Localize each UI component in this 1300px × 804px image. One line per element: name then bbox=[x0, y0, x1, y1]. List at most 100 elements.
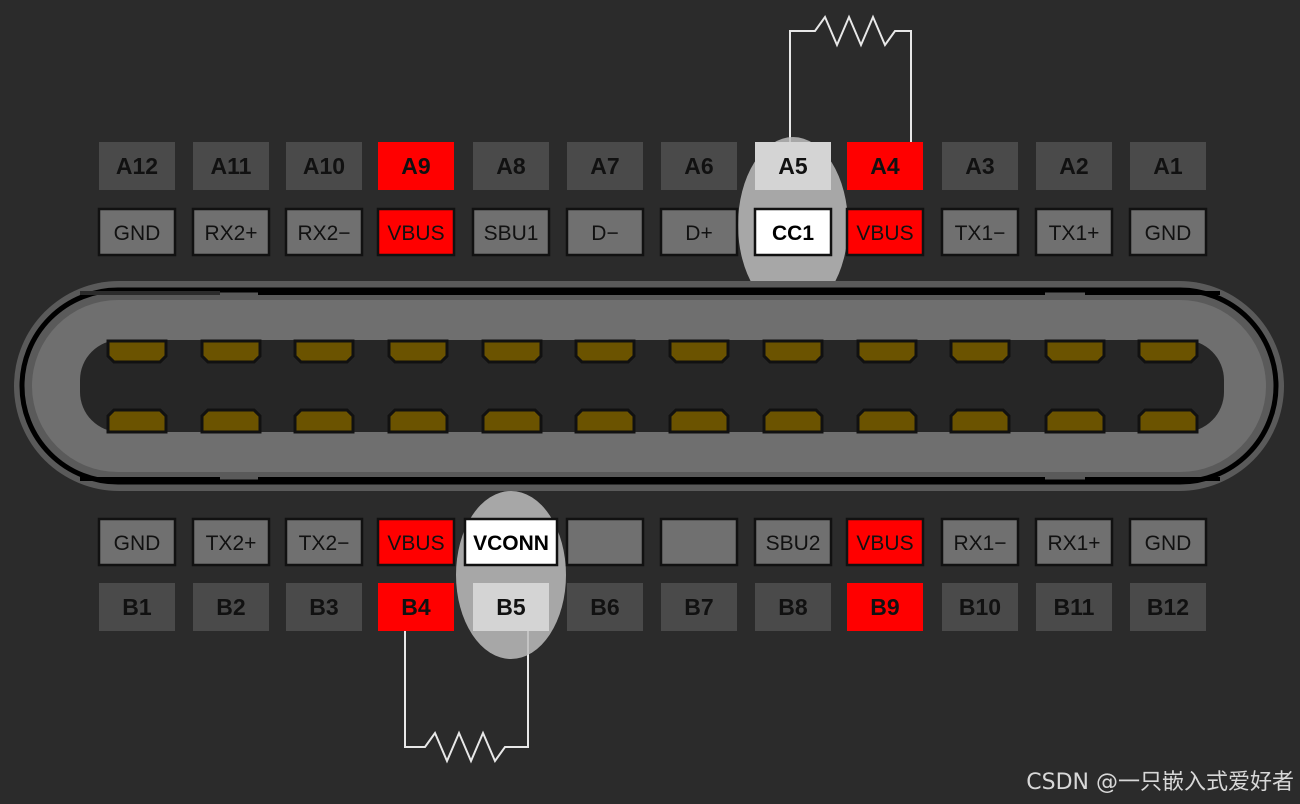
pin-number-label: A5 bbox=[778, 153, 808, 179]
pin-signal-b-8: VBUS bbox=[845, 517, 925, 567]
pin-number-b-4: B5 bbox=[473, 583, 549, 631]
pin-signal-a-9: TX1− bbox=[940, 207, 1020, 257]
pin-signal-label: RX2− bbox=[297, 222, 350, 245]
pin-number-label: A9 bbox=[401, 153, 430, 179]
pin-number-b-8: B9 bbox=[847, 583, 923, 631]
pin-number-a-0: A12 bbox=[99, 142, 175, 190]
pin-number-a-5: A7 bbox=[567, 142, 643, 190]
pin-number-label: B2 bbox=[216, 594, 245, 620]
pin-signal-b-6 bbox=[659, 517, 739, 567]
pin-number-b-11: B12 bbox=[1130, 583, 1206, 631]
pin-signal-label: SBU2 bbox=[766, 532, 821, 555]
pin-signal-a-4: SBU1 bbox=[471, 207, 551, 257]
pin-number-b-2: B3 bbox=[286, 583, 362, 631]
pin-number-label: B5 bbox=[496, 594, 526, 620]
contact-pad-top bbox=[481, 339, 543, 364]
pin-number-b-10: B11 bbox=[1036, 583, 1112, 631]
pin-number-b-3: B4 bbox=[378, 583, 454, 631]
pin-signal-label: D− bbox=[591, 222, 618, 245]
pin-signal-a-6: D+ bbox=[659, 207, 739, 257]
contact-pad-top bbox=[387, 339, 449, 364]
pin-number-label: A11 bbox=[211, 153, 252, 179]
pin-signal-b-10: RX1+ bbox=[1034, 517, 1114, 567]
bottom-pin-signals: GND TX2+ TX2− VBUS VCONN SBU2 VBUS RX1− RX1+ GND bbox=[97, 517, 1208, 567]
pin-signal-a-0: GND bbox=[97, 207, 177, 257]
contact-pad-top bbox=[762, 339, 824, 364]
pin-signal-b-5 bbox=[565, 517, 645, 567]
pin-signal-b-9: RX1− bbox=[940, 517, 1020, 567]
pin-signal-label: GND bbox=[114, 222, 161, 245]
pin-signal-label: VBUS bbox=[856, 532, 913, 555]
pin-signal-label: GND bbox=[114, 532, 161, 555]
contact-pad-bottom bbox=[574, 408, 636, 434]
contact-pad-top bbox=[949, 339, 1011, 364]
pin-number-label: A6 bbox=[684, 153, 713, 179]
pin-signal-a-11: GND bbox=[1128, 207, 1208, 257]
pin-number-label: A12 bbox=[116, 153, 158, 179]
pin-number-label: B10 bbox=[959, 594, 1001, 620]
bottom-pin-numbers: B1 B2 B3 B4 B5 B6 B7 B8 B9 B10 B11 B12 bbox=[99, 583, 1206, 631]
contact-pad-bottom bbox=[949, 408, 1011, 434]
pin-number-a-9: A3 bbox=[942, 142, 1018, 190]
contact-pad-bottom bbox=[668, 408, 730, 434]
pin-number-label: A8 bbox=[496, 153, 526, 179]
contact-pad-bottom bbox=[387, 408, 449, 434]
pin-signal-b-1: TX2+ bbox=[191, 517, 271, 567]
contact-pad-bottom bbox=[1137, 408, 1199, 434]
contact-pad-top bbox=[200, 339, 262, 364]
pin-number-a-1: A11 bbox=[193, 142, 269, 190]
contact-pad-top bbox=[1137, 339, 1199, 364]
pin-signal-label: VBUS bbox=[387, 222, 444, 245]
contact-pad-bottom bbox=[1044, 408, 1106, 434]
pin-signal-label: RX1− bbox=[953, 532, 1006, 555]
contact-pad-top bbox=[1044, 339, 1106, 364]
pin-signal-label: TX1+ bbox=[1049, 222, 1100, 245]
pin-signal-b-7: SBU2 bbox=[753, 517, 833, 567]
pin-number-label: A3 bbox=[965, 153, 994, 179]
pin-number-a-10: A2 bbox=[1036, 142, 1112, 190]
pin-number-b-7: B8 bbox=[755, 583, 831, 631]
pin-number-b-9: B10 bbox=[942, 583, 1018, 631]
pin-signal-label: RX1+ bbox=[1047, 532, 1100, 555]
pin-signal-label: TX2− bbox=[299, 532, 350, 555]
pin-number-a-6: A6 bbox=[661, 142, 737, 190]
pin-signal-label: RX2+ bbox=[204, 222, 257, 245]
contact-pad-bottom bbox=[481, 408, 543, 434]
pin-number-label: A4 bbox=[870, 153, 900, 179]
pin-signal-label: D+ bbox=[685, 222, 712, 245]
pin-signal-a-10: TX1+ bbox=[1034, 207, 1114, 257]
pin-signal-a-2: RX2− bbox=[284, 207, 364, 257]
contact-pad-bottom bbox=[106, 408, 168, 434]
pin-signal-label: VBUS bbox=[387, 532, 444, 555]
pin-number-a-11: A1 bbox=[1130, 142, 1206, 190]
pin-signal-a-3: VBUS bbox=[376, 207, 456, 257]
pin-signal-label: TX2+ bbox=[206, 532, 257, 555]
pin-number-b-5: B6 bbox=[567, 583, 643, 631]
pin-number-a-4: A8 bbox=[473, 142, 549, 190]
pin-number-label: B7 bbox=[684, 594, 713, 620]
pin-number-a-8: A4 bbox=[847, 142, 923, 190]
pin-number-b-1: B2 bbox=[193, 583, 269, 631]
resistor-cc1-wire bbox=[789, 14, 912, 160]
pin-signal-b-4: VCONN bbox=[463, 517, 559, 567]
pin-number-a-7: A5 bbox=[755, 142, 831, 190]
pin-number-label: B11 bbox=[1054, 594, 1095, 620]
pin-signal-label: VBUS bbox=[856, 222, 913, 245]
pin-signal-b-0: GND bbox=[97, 517, 177, 567]
pin-signal-b-3: VBUS bbox=[376, 517, 456, 567]
pin-number-a-3: A9 bbox=[378, 142, 454, 190]
contact-pad-top bbox=[106, 339, 168, 364]
pin-signal-label: VCONN bbox=[473, 532, 549, 555]
pin-signal-label: GND bbox=[1145, 532, 1192, 555]
contact-pad-bottom bbox=[856, 408, 918, 434]
pin-number-label: B8 bbox=[778, 594, 808, 620]
contact-pad-top bbox=[668, 339, 730, 364]
pin-number-label: B6 bbox=[590, 594, 619, 620]
contact-pad-bottom bbox=[762, 408, 824, 434]
pin-number-label: B3 bbox=[309, 594, 338, 620]
pin-signal-b-11: GND bbox=[1128, 517, 1208, 567]
pin-number-label: B1 bbox=[122, 594, 152, 620]
pin-signal-label: CC1 bbox=[772, 222, 814, 245]
pin-number-label: B4 bbox=[401, 594, 431, 620]
top-pin-signals: GND RX2+ RX2− VBUS SBU1 D− D+ CC1 VBUS TX1− TX1+ GN… bbox=[97, 207, 1208, 257]
